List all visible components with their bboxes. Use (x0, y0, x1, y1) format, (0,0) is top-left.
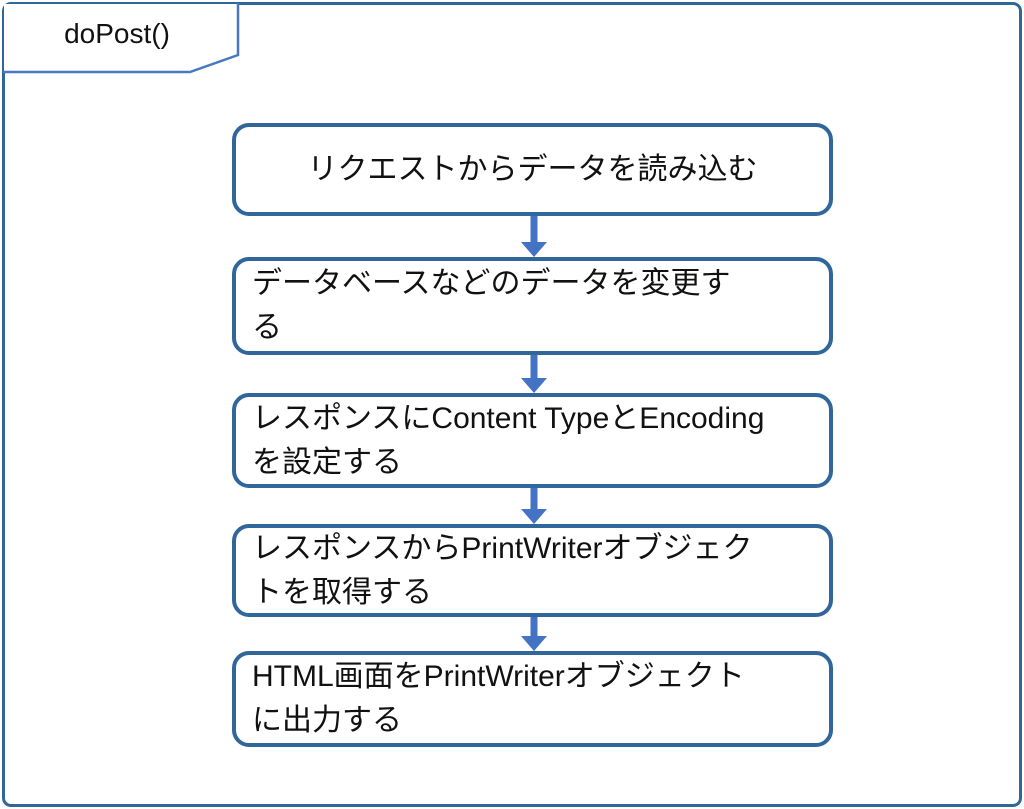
step-label: る (252, 311, 282, 344)
step-box-output-html: HTML画面をPrintWriterオブジェクト に出力する (232, 651, 833, 747)
down-arrow (521, 488, 547, 524)
diagram-title: doPost() (64, 18, 170, 49)
down-arrow (521, 355, 547, 393)
step-label: リクエストからデータを読み込む (307, 152, 758, 186)
arrow-shaft (530, 488, 538, 512)
frame-label-tab (3, 3, 240, 74)
down-arrow (521, 617, 547, 651)
step-box-set-content-type: レスポンスにContent TypeとEncoding を設定する (232, 393, 833, 488)
arrow-head-icon (521, 509, 547, 524)
arrow-shaft (530, 355, 538, 381)
arrow-shaft (530, 216, 538, 245)
step-label: HTML画面をPrintWriterオブジェクト (252, 660, 745, 693)
step-label: データベースなどのデータを変更す (252, 267, 731, 300)
step-label: レスポンスにContent TypeとEncoding (252, 401, 765, 435)
step-label: トを取得する (252, 575, 432, 609)
step-box-read-request: リクエストからデータを読み込む (232, 123, 833, 216)
arrow-head-icon (521, 242, 547, 257)
arrow-shaft (530, 617, 538, 639)
step-label: を設定する (252, 445, 402, 479)
step-label: レスポンスからPrintWriterオブジェク (252, 531, 753, 565)
down-arrow (521, 216, 547, 257)
arrow-head-icon (521, 378, 547, 393)
arrow-head-icon (521, 636, 547, 651)
step-label: に出力する (252, 704, 402, 737)
step-box-update-database: データベースなどのデータを変更す る (232, 257, 833, 355)
step-box-get-printwriter: レスポンスからPrintWriterオブジェク トを取得する (232, 524, 833, 617)
